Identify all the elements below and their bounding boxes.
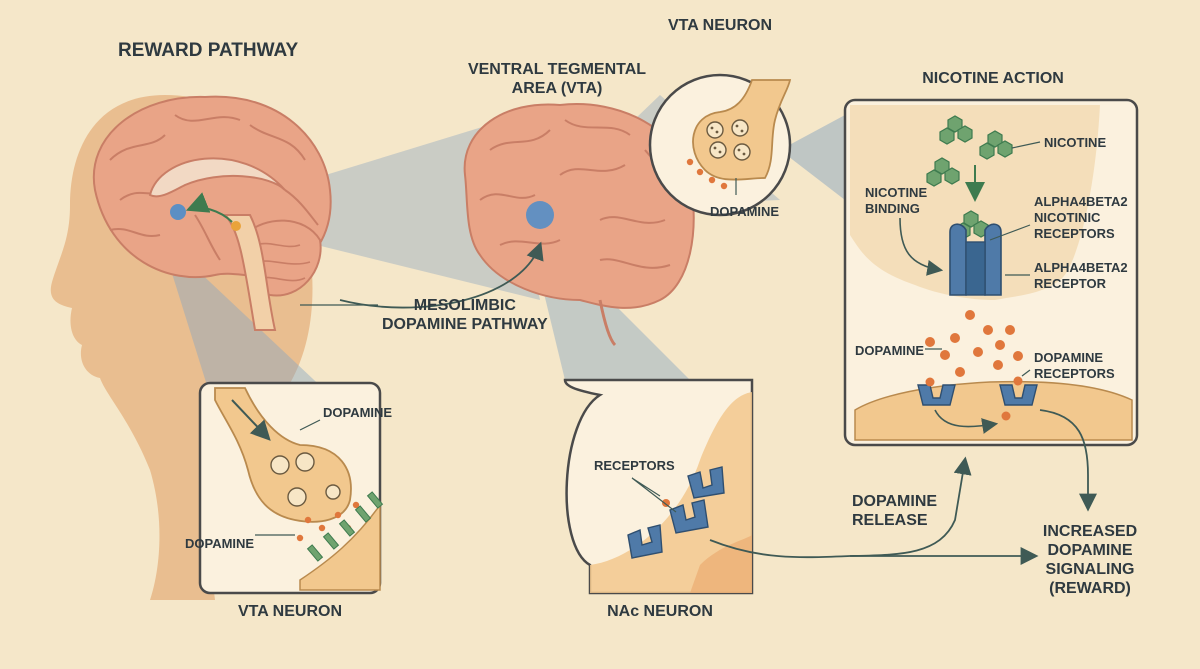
vta-inset-circle <box>648 73 792 217</box>
nicotinic-receptors-label: ALPHA4BETA2 NICOTINIC RECEPTORS <box>1034 194 1128 241</box>
nac-neuron-panel <box>563 378 754 595</box>
nicotine-binding-label: NICOTINE BINDING <box>865 185 928 216</box>
alpha4beta2-receptor-label: ALPHA4BETA2 RECEPTOR <box>1034 260 1128 291</box>
nicotine-action-title: NICOTINE ACTION <box>922 70 1064 87</box>
alpha4beta2-receptor-shape <box>949 223 1002 296</box>
projection-beam-pathway <box>195 120 540 300</box>
mesolimbic-pathway-label: MESOLIMBIC DOPAMINE PATHWAY <box>382 297 548 333</box>
nac-receptors-label: RECEPTORS <box>594 458 675 473</box>
nac-neuron-panel-title: NAc NEURON <box>607 602 713 621</box>
signaling-arrow-vertical <box>1039 409 1097 512</box>
projection-beam-nicotine <box>780 115 845 200</box>
mesolimbic-arrow <box>339 241 544 309</box>
brain-lateral <box>463 103 695 347</box>
vta-neuron-panel <box>198 381 384 595</box>
vta-inset-dopamine-label: DOPAMINE <box>710 204 780 219</box>
dopamine-release-label: DOPAMINE RELEASE <box>852 493 938 529</box>
vta-panel-dopamine-top-label: DOPAMINE <box>323 405 393 420</box>
nicotine-label: NICOTINE <box>1044 135 1107 150</box>
vta-heading: VENTRAL TEGMENTAL AREA (VTA) <box>467 61 647 97</box>
nicotine-panel-dopamine-label: DOPAMINE <box>855 343 925 358</box>
vta-inset-title: VTA NEURON <box>668 17 772 34</box>
result-label: INCREASED DOPAMINE SIGNALING (REWARD) <box>1042 523 1138 597</box>
diagram-title: REWARD PATHWAY <box>118 40 299 61</box>
nac-neuron-title-text: NAc NEURON <box>607 603 713 620</box>
vta-panel-dopamine-left-label: DOPAMINE <box>185 536 255 551</box>
dopamine-receptors-label: DOPAMINE RECEPTORS <box>1034 350 1115 381</box>
nicotine-action-panel <box>843 98 1139 447</box>
brain-sagittal <box>92 95 332 331</box>
vta-neuron-panel-title: VTA NEURON <box>238 603 342 620</box>
